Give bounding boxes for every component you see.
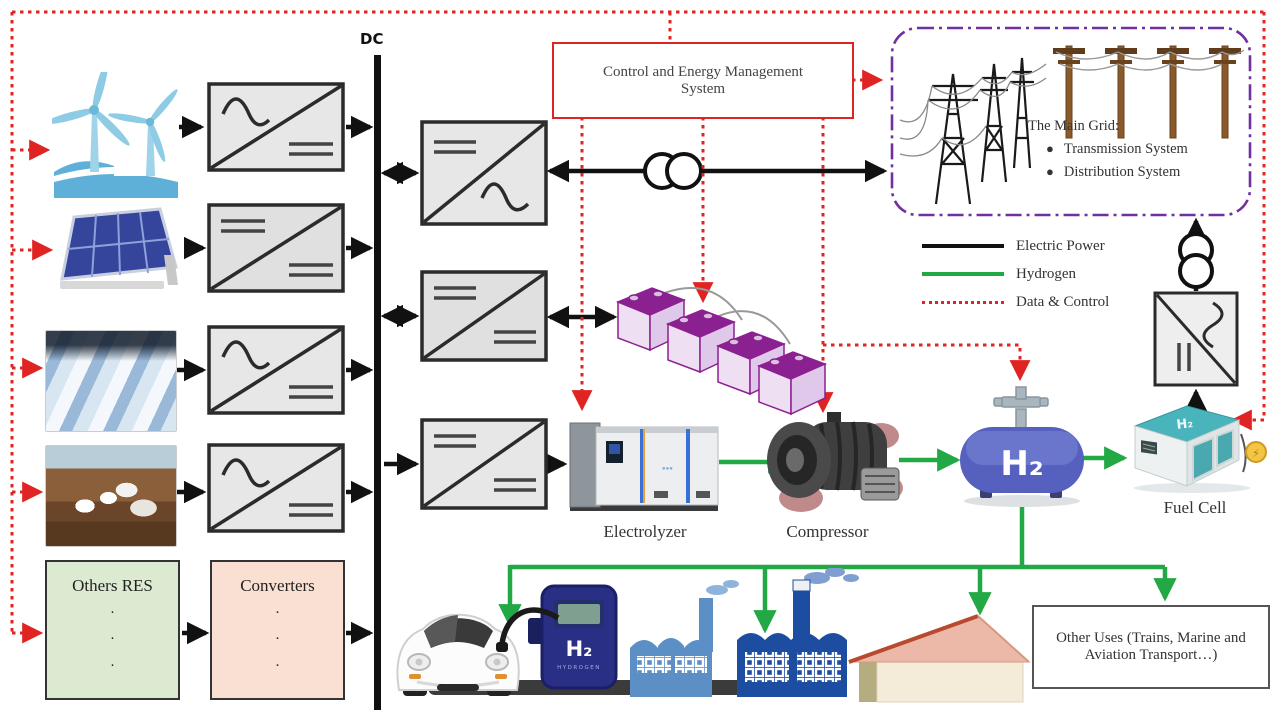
transformer-icon bbox=[643, 152, 1214, 289]
fuel-cell-top-label: H₂ bbox=[1176, 416, 1194, 433]
fuel-hose-icon bbox=[496, 607, 560, 652]
svg-text:⚡: ⚡ bbox=[1252, 447, 1260, 460]
inverter-grid-dc-ac bbox=[420, 120, 548, 226]
distribution-poles-icon bbox=[1053, 45, 1244, 139]
converter-fuelcell-dc-ac bbox=[1153, 291, 1239, 387]
others-res-box: Others RES · · · bbox=[45, 560, 180, 700]
control-box-line2: System bbox=[680, 80, 726, 97]
data-control-lines bbox=[10, 10, 1266, 644]
converter-ac-dc-wind bbox=[207, 82, 345, 172]
electrolyzer-icon: ●●● bbox=[569, 422, 719, 511]
control-energy-management-box: Control and Energy Management System bbox=[552, 42, 854, 119]
electric-power-line-swatch bbox=[922, 244, 1004, 248]
main-grid-border bbox=[890, 26, 1252, 217]
h2-pump-label: H₂ bbox=[566, 637, 593, 661]
electrolyzer-label: Electrolyzer bbox=[603, 522, 687, 541]
other-uses-label: Other Uses (Trains, Marine and Aviation … bbox=[1056, 630, 1246, 663]
geothermal-plant-photo bbox=[45, 445, 177, 547]
solar-panel-icon bbox=[60, 207, 178, 289]
others-res-label: Others RES bbox=[72, 576, 153, 595]
legend-data-label: Data & Control bbox=[1016, 293, 1110, 310]
transmission-towers-icon bbox=[899, 57, 1047, 205]
h2-fuel-pump-icon: H₂ HYDROGEN bbox=[528, 584, 618, 690]
h2-tank-icon: H₂ bbox=[960, 386, 1084, 507]
others-res-dots: · · · bbox=[110, 605, 115, 674]
bullet-icon: ● bbox=[1046, 141, 1054, 156]
h2-pump-sublabel: HYDROGEN bbox=[557, 665, 601, 671]
converter-battery-dc-dc bbox=[420, 270, 548, 362]
converter-electrolyzer-dc-dc bbox=[420, 418, 548, 510]
control-box-line1: Control and Energy Management bbox=[602, 63, 804, 80]
main-grid-bullet2: Distribution System bbox=[1063, 164, 1181, 180]
legend-electric-label: Electric Power bbox=[1016, 237, 1105, 254]
legend-electric-power: Electric Power bbox=[922, 232, 1172, 260]
factories-icon bbox=[630, 568, 859, 697]
hydrogen-line-swatch bbox=[922, 272, 1004, 276]
hydro-dam-photo bbox=[45, 330, 177, 432]
battery-bank-icon bbox=[616, 287, 827, 415]
h2-tank-label: H₂ bbox=[1000, 444, 1043, 484]
legend-data-control: Data & Control bbox=[922, 288, 1172, 316]
house-icon bbox=[848, 614, 1031, 703]
converters-box-label: Converters bbox=[240, 576, 315, 595]
other-uses-box: Other Uses (Trains, Marine and Aviation … bbox=[1032, 605, 1270, 689]
data-control-line-swatch bbox=[922, 300, 1004, 304]
converters-box: Converters · · · bbox=[210, 560, 345, 700]
converters-box-dots: · · · bbox=[275, 605, 280, 674]
legend: Electric Power Hydrogen Data & Control bbox=[922, 232, 1172, 316]
dc-bus-label: DC bbox=[360, 30, 384, 48]
bullet-icon: ● bbox=[1046, 164, 1054, 179]
wind-turbines-icon bbox=[52, 72, 178, 198]
legend-hydrogen-label: Hydrogen bbox=[1016, 265, 1076, 282]
compressor-label: Compressor bbox=[786, 522, 869, 541]
fuel-cell-label: Fuel Cell bbox=[1163, 498, 1227, 517]
svg-text:●●●: ●●● bbox=[662, 466, 673, 472]
fuel-cell-icon: H₂ ⚡ bbox=[1133, 405, 1267, 493]
converter-ac-dc-hydro bbox=[207, 325, 345, 415]
main-grid-bullet1: Transmission System bbox=[1063, 141, 1188, 157]
dc-bus bbox=[374, 55, 381, 710]
converter-dc-dc-solar bbox=[207, 203, 345, 293]
main-grid-text: The Main Grid: ● Transmission System ● Dis… bbox=[1028, 118, 1243, 181]
legend-hydrogen: Hydrogen bbox=[922, 260, 1172, 288]
converter-ac-dc-geothermal bbox=[207, 443, 345, 533]
hydrogen-car-icon bbox=[396, 613, 520, 696]
main-grid-title: The Main Grid: bbox=[1028, 118, 1120, 134]
compressor-icon bbox=[767, 412, 903, 512]
